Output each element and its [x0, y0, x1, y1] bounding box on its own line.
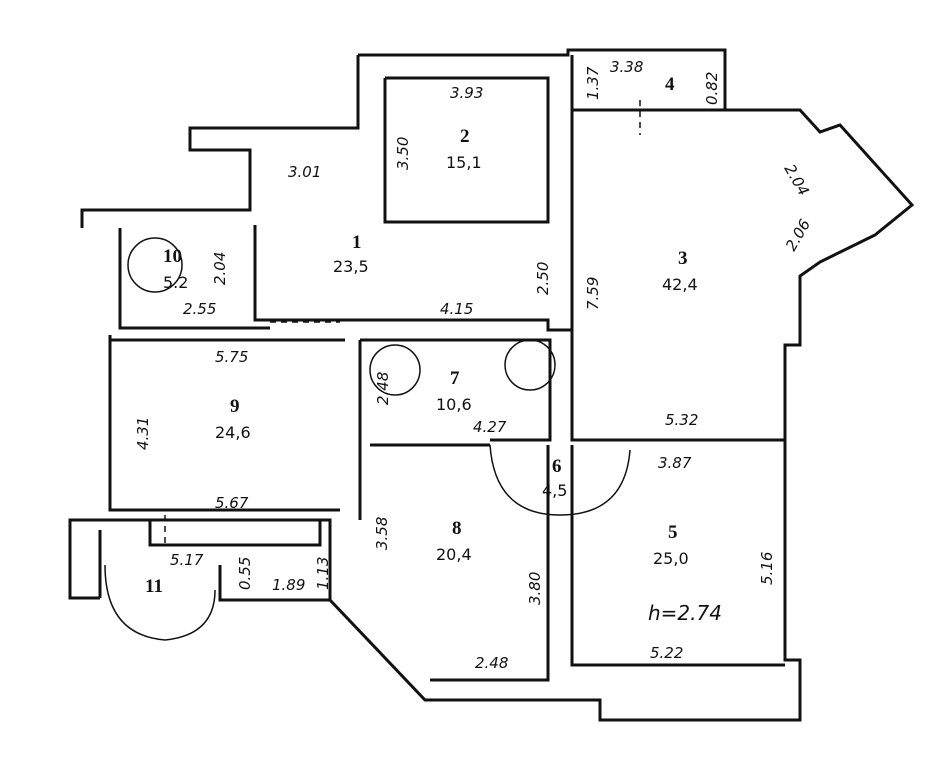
room-11: 11: [145, 576, 163, 597]
dim: 0.55: [236, 557, 254, 590]
room-area: 25,0: [653, 549, 689, 568]
room-area: 5.2: [163, 273, 188, 292]
dim: 7.59: [584, 277, 602, 310]
room-number: 10: [163, 246, 182, 267]
dim: 2.50: [534, 262, 552, 295]
dim: 3.58: [373, 517, 391, 550]
room-number: 5: [668, 522, 678, 543]
room-2: 2 15,1: [446, 126, 482, 172]
dim: 3.38: [610, 58, 643, 76]
room-area: 15,1: [446, 153, 482, 172]
room-3: 3 42,4: [662, 248, 698, 294]
room-10: 10 5.2: [163, 246, 188, 292]
room-area: 23,5: [333, 257, 369, 276]
dim: 3.50: [394, 137, 412, 170]
room-4: 4: [665, 74, 675, 95]
dim: 2.06: [782, 216, 814, 254]
room-number: 9: [230, 396, 240, 417]
room-area: 4,5: [542, 481, 567, 500]
dim: 5.67: [215, 494, 249, 512]
dim: 3.87: [658, 454, 692, 472]
room-8: 8 20,4: [436, 518, 472, 564]
room-number: 4: [665, 74, 675, 95]
dim: 3.80: [526, 572, 544, 605]
dim: 0.82: [703, 72, 721, 105]
dim: 2.55: [183, 300, 216, 318]
room-number: 7: [450, 368, 460, 389]
dim: 4.27: [473, 418, 507, 436]
room-number: 11: [145, 576, 163, 597]
dim: 2.48: [475, 654, 508, 672]
dim: 2.04: [211, 252, 229, 285]
dim: 4.31: [134, 417, 152, 450]
room-number: 2: [460, 126, 470, 147]
dimensions: 3.93 3.50 3.01 2.50 4.15 1.37 3.38 0.82 …: [134, 58, 814, 672]
room-area: 42,4: [662, 275, 698, 294]
dim: 5.22: [650, 644, 683, 662]
dim: 1.89: [272, 576, 305, 594]
ceiling-height: h=2.74: [648, 601, 722, 625]
dim: 3.01: [288, 163, 321, 181]
room-9: 9 24,6: [215, 396, 251, 442]
room-number: 1: [352, 232, 362, 253]
dim: 5.32: [665, 411, 698, 429]
dim: 2.48: [374, 372, 392, 405]
dim: 1.37: [584, 66, 602, 100]
walls: [68, 48, 915, 722]
room-7: 7 10,6: [436, 368, 472, 414]
room-number: 8: [452, 518, 462, 539]
room-6: 6 4,5: [542, 456, 567, 500]
dim: 1.13: [314, 557, 332, 590]
dim: 5.16: [758, 552, 776, 585]
room-number: 6: [552, 456, 562, 477]
dim: 2.04: [781, 161, 813, 199]
dim: 5.17: [170, 551, 204, 569]
room-area: 24,6: [215, 423, 251, 442]
room-area: 20,4: [436, 545, 472, 564]
dim: 4.15: [440, 300, 473, 318]
room-1: 1 23,5: [333, 232, 369, 276]
dim: 3.93: [450, 84, 483, 102]
room-area: 10,6: [436, 395, 472, 414]
room-number: 3: [678, 248, 688, 269]
room-5: 5 25,0: [653, 522, 689, 568]
dim: 5.75: [215, 348, 248, 366]
